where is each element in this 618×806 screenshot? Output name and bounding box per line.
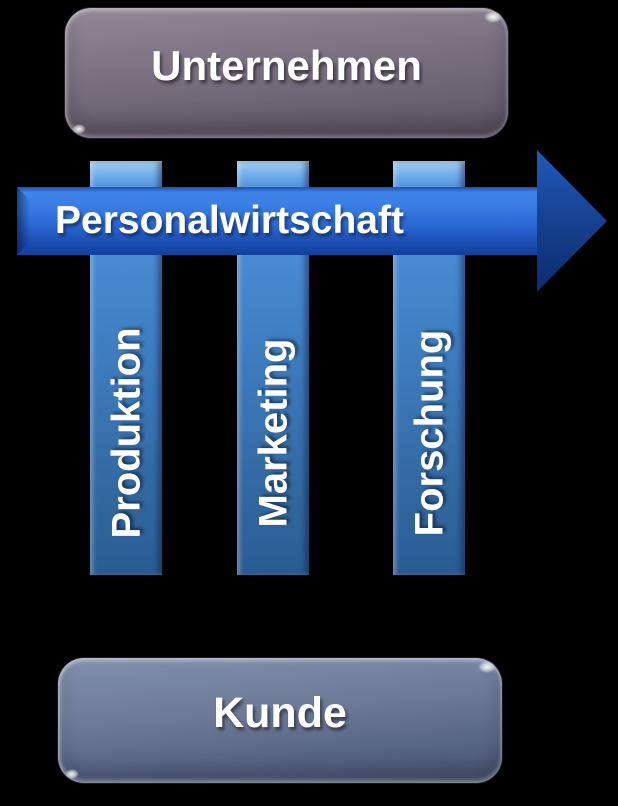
produktion-label: Produktion	[104, 327, 148, 539]
forschung-arrowhead-icon	[358, 575, 501, 648]
marketing-label: Marketing	[251, 338, 295, 528]
forschung-label: Forschung	[407, 329, 451, 537]
personalwirtschaft-arrowhead-icon	[537, 150, 607, 292]
unternehmen-label: Unternehmen	[151, 42, 422, 89]
produktion-arrowhead-icon	[55, 575, 198, 648]
kunde-box: Kunde	[58, 658, 502, 783]
personalwirtschaft-label: Personalwirtschaft	[55, 199, 404, 242]
marketing-arrowhead-icon	[202, 575, 345, 648]
unternehmen-box: Unternehmen	[65, 8, 508, 138]
kunde-label: Kunde	[213, 689, 347, 737]
personalwirtschaft-arrow-shaft: Personalwirtschaft	[17, 187, 537, 255]
